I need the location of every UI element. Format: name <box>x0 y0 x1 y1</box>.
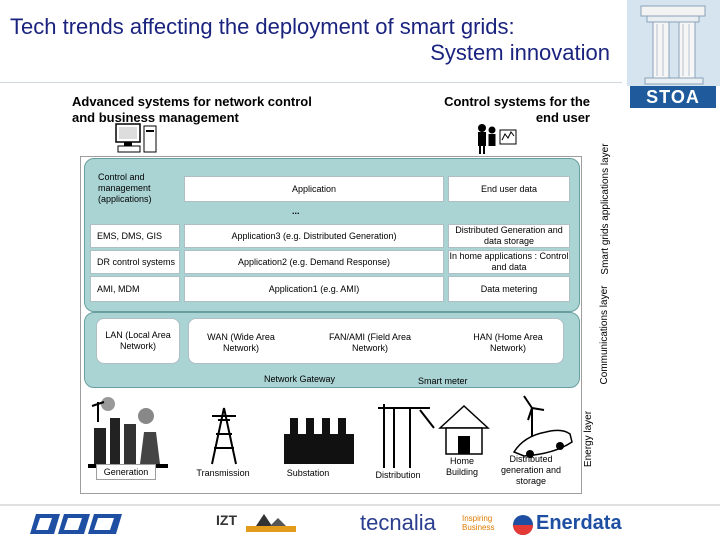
page-title: Tech trends affecting the deployment of … <box>10 14 610 66</box>
box-application1: Application1 (e.g. AMI) <box>184 276 444 302</box>
label-control-management: Control and management (applications) <box>98 172 152 204</box>
stoa-logo-text: STOA <box>630 86 716 108</box>
label-apps-layer: Smart grids applications layer <box>600 143 611 275</box>
transmission-tower-icon <box>211 407 237 465</box>
izt-logo-text: IZT <box>216 512 237 528</box>
box-application: Application <box>184 176 444 202</box>
lgs-logo-icon <box>30 514 122 534</box>
label-network-gateway: Network Gateway <box>264 374 336 384</box>
distribution-pole-icon <box>378 404 435 468</box>
box-ems-dms-gis: EMS, DMS, GIS <box>90 224 180 248</box>
title-separator <box>0 82 622 83</box>
ellipsis: ... <box>292 206 300 216</box>
heading-end-user-line2: end user <box>535 110 590 125</box>
box-end-user-data: End user data <box>448 176 570 202</box>
stoa-logo <box>627 0 720 110</box>
power-plant-icon <box>88 397 168 468</box>
computer-icon <box>115 123 157 153</box>
tecnalia-logo-text: tecnalia <box>360 510 436 535</box>
label-wan: WAN (Wide Area Network) <box>207 332 275 353</box>
energy-layer-illustration <box>88 395 573 468</box>
izt-logo-icon <box>246 514 296 532</box>
label-substation: Substation <box>286 468 330 478</box>
label-generation: Generation <box>96 464 156 480</box>
label-distribution: Distribution <box>375 470 421 480</box>
label-han: HAN (Home Area Network) <box>473 332 543 353</box>
box-dr-control-systems: DR control systems <box>90 250 180 274</box>
box-ami-mdm: AMI, MDM <box>90 276 180 302</box>
label-distributed-generation: Distributed generation and storage <box>500 454 562 486</box>
box-application2: Application2 (e.g. Demand Response) <box>184 250 444 274</box>
label-fan-ami: FAN/AMI (Field Area Network) <box>328 332 412 353</box>
heading-network-control: Advanced systems for network control and… <box>72 94 312 125</box>
box-distributed-generation-storage: Distributed Generation and data storage <box>448 224 570 248</box>
end-user-control-icon <box>478 124 517 154</box>
box-data-metering: Data metering <box>448 276 570 302</box>
heading-end-user: Control systems for the end user <box>410 94 590 126</box>
enerdata-logo-icon <box>513 515 533 535</box>
label-smart-meter: Smart meter <box>418 376 468 386</box>
stoa-column-icon <box>627 0 720 86</box>
label-home-building: Home Building <box>445 456 479 477</box>
electric-car-icon <box>512 429 573 458</box>
inspiring-business-text: Inspiring Business <box>462 514 495 532</box>
footer-separator <box>0 504 720 506</box>
heading-end-user-line1: Control systems for the <box>444 94 590 109</box>
box-application3: Application3 (e.g. Distributed Generatio… <box>184 224 444 248</box>
box-in-home-applications: In home applications : Control and data <box>448 250 570 274</box>
label-transmission: Transmission <box>196 468 250 478</box>
home-building-icon <box>438 404 490 455</box>
label-energy-layer: Energy layer <box>583 410 594 468</box>
substation-icon <box>284 418 354 464</box>
title-line1: Tech trends affecting the deployment of … <box>10 14 515 39</box>
label-comm-layer: Communications layer <box>599 285 610 385</box>
box-lan: LAN (Local Area Network) <box>96 318 180 364</box>
title-line2: System innovation <box>430 40 610 65</box>
box-wide-networks <box>188 318 564 364</box>
enerdata-logo-text: Enerdata <box>536 512 622 534</box>
